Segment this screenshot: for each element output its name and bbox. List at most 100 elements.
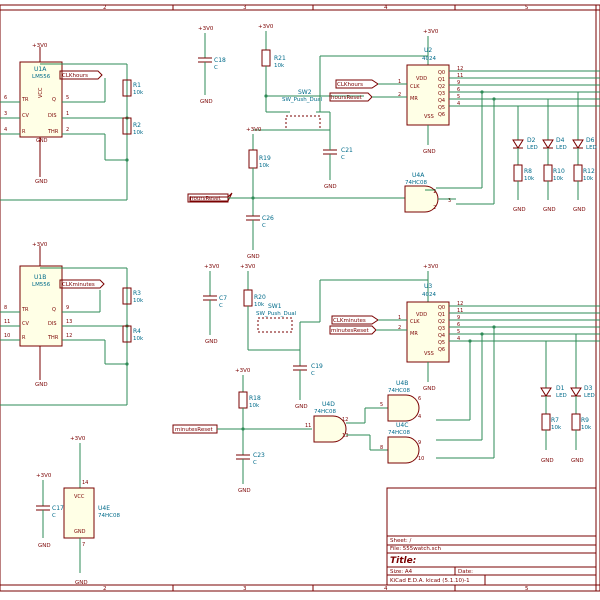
svg-text:C23: C23 [253, 452, 265, 459]
svg-text:6: 6 [457, 322, 460, 328]
svg-text:R3: R3 [133, 290, 141, 297]
svg-text:1: 1 [66, 111, 69, 117]
svg-text:Q6: Q6 [438, 112, 445, 118]
svg-text:DIS: DIS [48, 113, 57, 119]
svg-text:10: 10 [418, 456, 424, 462]
column-label: 2 [103, 5, 107, 11]
svg-text:GND: GND [543, 207, 556, 213]
svg-text:11: 11 [457, 73, 463, 79]
svg-text:5: 5 [66, 95, 69, 101]
svg-text:Q: Q [52, 307, 56, 313]
svg-text:14: 14 [82, 480, 88, 486]
svg-text:U4E: U4E [98, 505, 110, 512]
svg-text:GND: GND [324, 184, 337, 190]
net-label: CLKminutes [62, 282, 95, 288]
title-block: Sheet: / File: 555watch.sch Title: Size:… [386, 487, 597, 586]
svg-text:D4: D4 [556, 137, 565, 144]
and-gate-u4a: U4A 74HC08 1 2 3 [404, 172, 456, 213]
svg-text:1: 1 [433, 189, 436, 195]
svg-text:9: 9 [457, 80, 460, 86]
svg-text:GND: GND [423, 386, 436, 392]
svg-text:LED: LED [586, 145, 597, 151]
svg-text:GND: GND [573, 207, 586, 213]
svg-text:9: 9 [457, 315, 460, 321]
svg-text:6: 6 [457, 87, 460, 93]
column-label: 3 [243, 586, 247, 592]
svg-text:Q6: Q6 [438, 347, 445, 353]
counter-u2: +3V0 U2 4024 VDD CLK MR VSS Q0 Q1 Q2 Q3 … [329, 29, 600, 205]
svg-text:10k: 10k [133, 336, 144, 342]
net-label: hoursReset [331, 95, 363, 101]
svg-text:Q5: Q5 [438, 105, 445, 111]
svg-text:MR: MR [410, 331, 418, 337]
svg-text:Q2: Q2 [438, 319, 445, 325]
net-label: CLKminutes [333, 318, 366, 324]
svg-text:Q3: Q3 [438, 91, 445, 97]
svg-text:CLK: CLK [410, 319, 420, 325]
svg-text:U3: U3 [424, 283, 432, 290]
svg-text:VSS: VSS [424, 114, 434, 120]
svg-text:R: R [22, 129, 26, 135]
column-label: 3 [243, 5, 247, 11]
svg-text:GND: GND [74, 529, 86, 535]
svg-text:CV: CV [22, 321, 29, 327]
svg-text:U4D: U4D [322, 401, 335, 408]
svg-text:10k: 10k [133, 130, 144, 136]
and-gate-u4b: U4B 74HC08 5 6 4 [380, 380, 421, 422]
svg-text:Q4: Q4 [438, 98, 445, 104]
svg-text:VDD: VDD [416, 76, 427, 82]
svg-text:C21: C21 [341, 147, 353, 154]
gate-power-u4e: +3V0 VCC GND 14 7 U4E 74HC08 GND +3V0 C1… [36, 436, 120, 586]
svg-text:GND: GND [75, 580, 88, 586]
file-name: File: 555watch.sch [390, 546, 441, 552]
svg-text:LED: LED [584, 393, 595, 399]
svg-text:+3V0: +3V0 [204, 264, 220, 270]
svg-text:+3V0: +3V0 [36, 473, 52, 479]
power-label: +3V0 [32, 43, 48, 49]
svg-text:10: 10 [4, 333, 10, 339]
svg-text:GND: GND [541, 458, 554, 464]
svg-text:+3V0: +3V0 [235, 368, 251, 374]
date-field: Date: [458, 569, 473, 575]
svg-text:2: 2 [398, 92, 401, 98]
svg-text:74HC08: 74HC08 [314, 409, 336, 415]
svg-text:Q: Q [52, 97, 56, 103]
svg-text:12: 12 [457, 301, 463, 307]
timer-u1b: +3V0 U1B LM556 TR CV R Q DIS THR 8 11 10… [0, 242, 144, 406]
svg-text:C: C [52, 513, 56, 519]
svg-text:THR: THR [47, 335, 59, 341]
svg-text:10k: 10k [583, 176, 594, 182]
svg-text:2: 2 [66, 127, 69, 133]
svg-text:R2: R2 [133, 122, 141, 129]
kicad-version: KiCad E.D.A. kicad (5.1.10)-1 [390, 578, 470, 584]
svg-text:10k: 10k [524, 176, 535, 182]
sheet-name: Sheet: / [390, 538, 412, 544]
svg-text:GND: GND [513, 207, 526, 213]
svg-text:C19: C19 [311, 363, 323, 370]
svg-text:12: 12 [457, 66, 463, 72]
svg-text:10k: 10k [133, 90, 144, 96]
counter-u3: +3V0 U3 4024 VDD CLK MR VSS Q0 Q1 Q2 Q3 … [329, 264, 600, 459]
svg-text:D1: D1 [556, 385, 565, 392]
svg-text:C: C [262, 223, 266, 229]
svg-text:4: 4 [418, 414, 421, 420]
svg-text:C: C [341, 155, 345, 161]
svg-text:C: C [253, 460, 257, 466]
svg-text:11: 11 [4, 319, 10, 325]
svg-text:D6: D6 [586, 137, 595, 144]
svg-text:R10: R10 [553, 168, 565, 175]
svg-text:10k: 10k [551, 425, 562, 431]
svg-text:GND: GND [200, 99, 213, 105]
svg-text:1: 1 [398, 315, 401, 321]
svg-text:4: 4 [457, 101, 460, 107]
svg-text:R21: R21 [274, 55, 286, 62]
svg-text:TR: TR [21, 97, 29, 103]
svg-text:GND: GND [38, 543, 51, 549]
svg-text:D3: D3 [584, 385, 593, 392]
svg-text:8: 8 [4, 305, 7, 311]
and-gate-u4d: U4D 74HC08 12 13 11 [305, 401, 388, 451]
